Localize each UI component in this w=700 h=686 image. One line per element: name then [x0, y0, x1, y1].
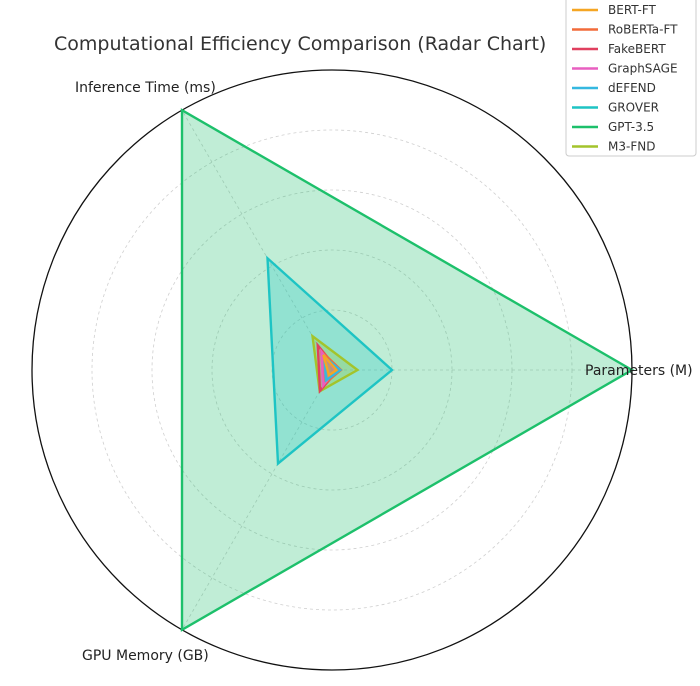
legend-label-7: GPT-3.5 — [608, 120, 654, 134]
axis-labels: Parameters (M) Inference Time (ms) GPU Mem… — [75, 80, 693, 664]
legend-label-6: GROVER — [608, 101, 659, 115]
radar-grid — [91, 109, 632, 631]
legend-label-5: dEFEND — [608, 81, 656, 95]
legend-label-4: GraphSAGE — [608, 62, 678, 76]
legend-label-3: FakeBERT — [608, 42, 666, 56]
series-polygon-gpt-3-5 — [180, 108, 635, 632]
legend-label-2: RoBERTa-FT — [608, 23, 678, 37]
series-layer — [180, 108, 635, 632]
axis-label-3: GPU Memory (GB) — [82, 648, 209, 664]
grid-spoke-2 — [181, 109, 333, 371]
legend: BERT-FT RoBERTa-FT FakeBERT GraphSAGE dEFEND… — [565, 0, 697, 157]
axis-label-2: Inference Time (ms) — [75, 80, 216, 96]
chart-title: Computational Efficiency Comparison (Rad… — [54, 33, 546, 55]
legend-label-1: BERT-FT — [608, 3, 657, 17]
legend-frame — [565, 0, 697, 157]
legend-label-8: M3-FND — [608, 140, 655, 154]
axis-label-1: Parameters (M) — [585, 363, 693, 379]
grid-spoke-3 — [181, 369, 333, 631]
series-polygon-bert-ft — [322, 354, 339, 378]
